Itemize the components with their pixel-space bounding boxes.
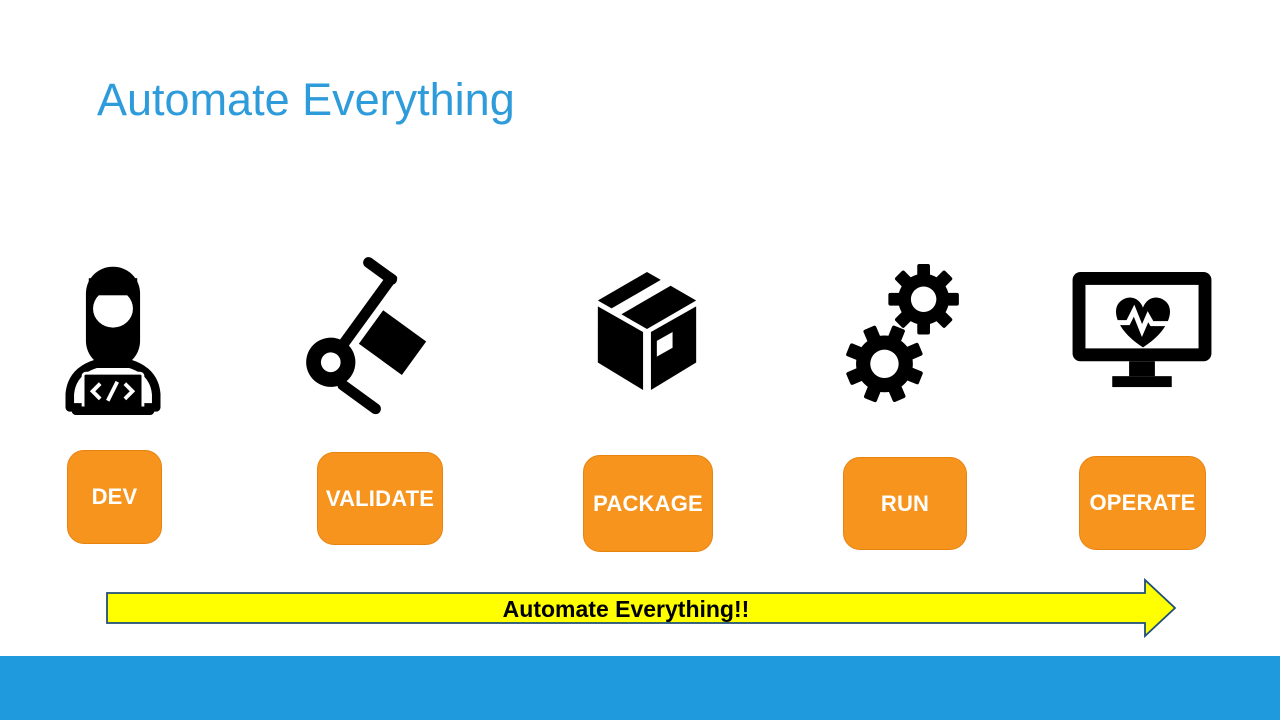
stage-button-run: RUN — [843, 457, 967, 550]
footer-accent-bar — [0, 656, 1280, 720]
stage-label-run: RUN — [880, 490, 930, 516]
hand-truck-icon — [306, 257, 434, 415]
stage-label-operate: OPERATE — [1089, 490, 1196, 515]
stage-button-dev: DEV — [67, 450, 162, 544]
arrow-label: Automate Everything!! — [502, 595, 750, 622]
stage-button-package: PACKAGE — [583, 455, 713, 552]
monitor-heartbeat-icon — [1072, 272, 1212, 396]
developer-woman-laptop-icon — [58, 263, 168, 415]
stage-button-validate: VALIDATE — [317, 452, 443, 545]
gears-icon — [846, 262, 965, 404]
stage-label-package: PACKAGE — [593, 490, 703, 516]
page-title: Automate Everything — [97, 74, 515, 125]
automate-arrow-shape — [106, 577, 1177, 639]
stage-button-operate: OPERATE — [1079, 456, 1206, 550]
stage-label-validate: VALIDATE — [325, 485, 435, 511]
package-box-icon — [588, 258, 706, 406]
stage-label-dev: DEV — [91, 484, 138, 509]
